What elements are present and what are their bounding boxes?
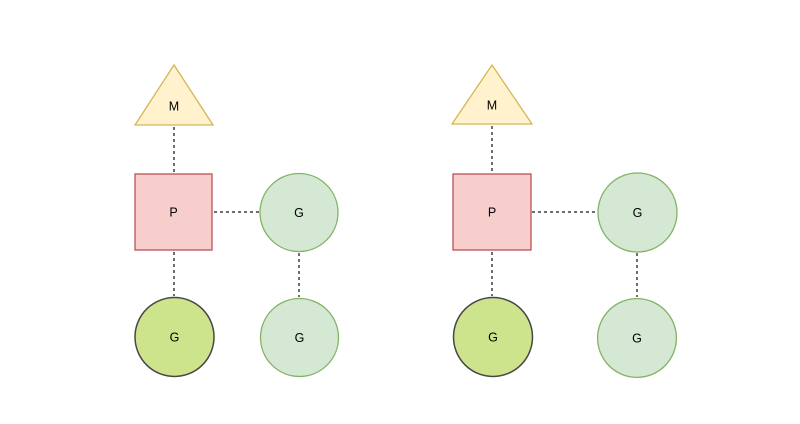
node-g-right-circle (259, 172, 339, 253)
node-m-triangle-label: M (487, 98, 497, 112)
node-p-square (134, 173, 213, 251)
graph-right: M P G G G (450, 63, 678, 379)
graph-left: M P G G G (133, 63, 340, 378)
node-g-bottom-right-circle (596, 297, 678, 379)
node-g-right-circle-label: G (294, 206, 304, 220)
node-g-bottom-right-circle (259, 297, 340, 378)
node-g-bottom-left-circle (134, 296, 215, 378)
node-g-bottom-right-circle-label: G (295, 331, 305, 345)
node-g-right-circle-label: G (633, 206, 643, 220)
node-p-square (452, 173, 532, 251)
node-g-right-circle (597, 172, 678, 253)
node-g-bottom-left-circle-label: G (488, 330, 498, 344)
node-m-triangle-label: M (169, 99, 179, 113)
node-p-square-label: P (169, 205, 177, 219)
node-g-bottom-left-circle (452, 296, 534, 378)
node-m-triangle (133, 63, 215, 126)
node-g-bottom-right-circle-label: G (632, 331, 642, 345)
node-m-triangle (450, 63, 534, 125)
node-p-square-label: P (488, 205, 496, 219)
node-g-bottom-left-circle-label: G (170, 330, 180, 344)
